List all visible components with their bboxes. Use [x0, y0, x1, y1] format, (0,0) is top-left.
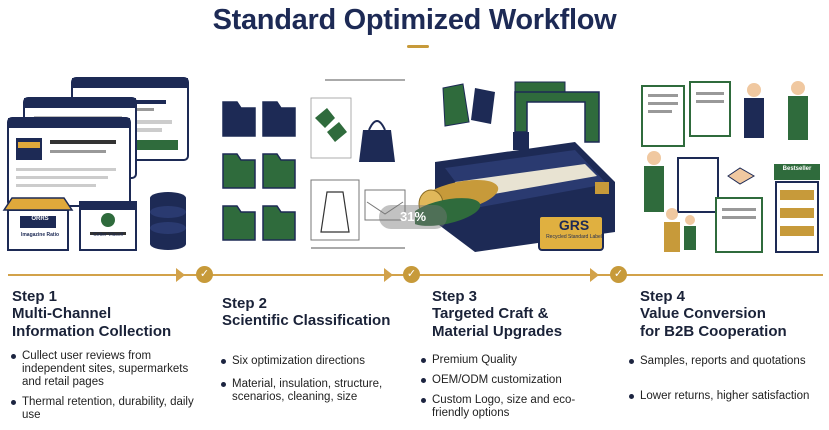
- step-1-bullets: Cullect user reviews from independent si…: [10, 350, 195, 422]
- page-title: Standard Optimized Workflow: [212, 4, 617, 36]
- step-title-line: Multi-Channel: [12, 305, 112, 322]
- shop-sign: Bestseller: [782, 166, 812, 172]
- store-sign-short: ORRS: [31, 216, 49, 222]
- store-sign: Imagazine Ratio: [20, 232, 60, 238]
- step-4: Step 4 Value Conversion for B2B Cooperat…: [640, 288, 787, 341]
- bullet-item: Premium Quality: [420, 354, 600, 367]
- craft-upgrade-illustration: [415, 81, 615, 252]
- check-icon-1: ✓: [196, 266, 213, 283]
- step-title-line: Scientific Classification: [222, 312, 391, 329]
- timeline-arrow-1: [176, 268, 185, 282]
- step-1: Step 1 Multi-Channel Information Collect…: [12, 288, 171, 341]
- step-title-line: Information Collection: [12, 323, 172, 340]
- b2b-cooperation-illustration: [641, 81, 820, 253]
- timeline-arrow-3: [590, 268, 599, 282]
- progress-badge: 31%: [379, 205, 447, 229]
- step-4-bullets: Samples, reports and quotations Lower re…: [628, 355, 824, 403]
- bullet-item: OEM/ODM customization: [420, 374, 600, 387]
- step-number: Step 1: [12, 288, 58, 305]
- step-number: Step 4: [640, 288, 686, 305]
- timeline-arrow-2: [384, 268, 393, 282]
- step-title-line: Material Upgrades: [432, 323, 563, 340]
- title-underline: [407, 45, 429, 48]
- step-3-bullets: Premium Quality OEM/ODM customization Cu…: [420, 354, 600, 420]
- classification-illustration: [222, 79, 406, 249]
- grs-sub-label: Recycled Standard Label: [546, 234, 602, 240]
- step-title-line: Targeted Craft &: [432, 305, 549, 322]
- grs-label: GRS: [558, 217, 590, 233]
- information-collection-illustration: [2, 77, 189, 251]
- check-icon-3: ✓: [610, 266, 627, 283]
- bullet-item: Samples, reports and quotations: [628, 355, 824, 368]
- card-label: Cetter Vlacoll: [93, 232, 123, 238]
- step-2: Step 2 Scientific Classification: [222, 295, 390, 330]
- bullet-item: Thermal retention, durability, daily use: [10, 396, 195, 422]
- bullet-item: Lower returns, higher satisfaction: [628, 390, 824, 403]
- step-title-line: for B2B Cooperation: [640, 323, 787, 340]
- step-number: Step 2: [222, 295, 268, 312]
- check-icon-2: ✓: [403, 266, 420, 283]
- bullet-item: Material, insulation, structure, scenari…: [220, 378, 400, 404]
- step-3: Step 3 Targeted Craft & Material Upgrade…: [432, 288, 562, 341]
- bullet-item: Cullect user reviews from independent si…: [10, 350, 195, 389]
- bullet-item: Custom Logo, size and eco-friendly optio…: [420, 394, 600, 420]
- step-title-line: Value Conversion: [640, 305, 766, 322]
- step-2-bullets: Six optimization directions Material, in…: [220, 355, 400, 404]
- bullet-item: Six optimization directions: [220, 355, 400, 368]
- step-number: Step 3: [432, 288, 478, 305]
